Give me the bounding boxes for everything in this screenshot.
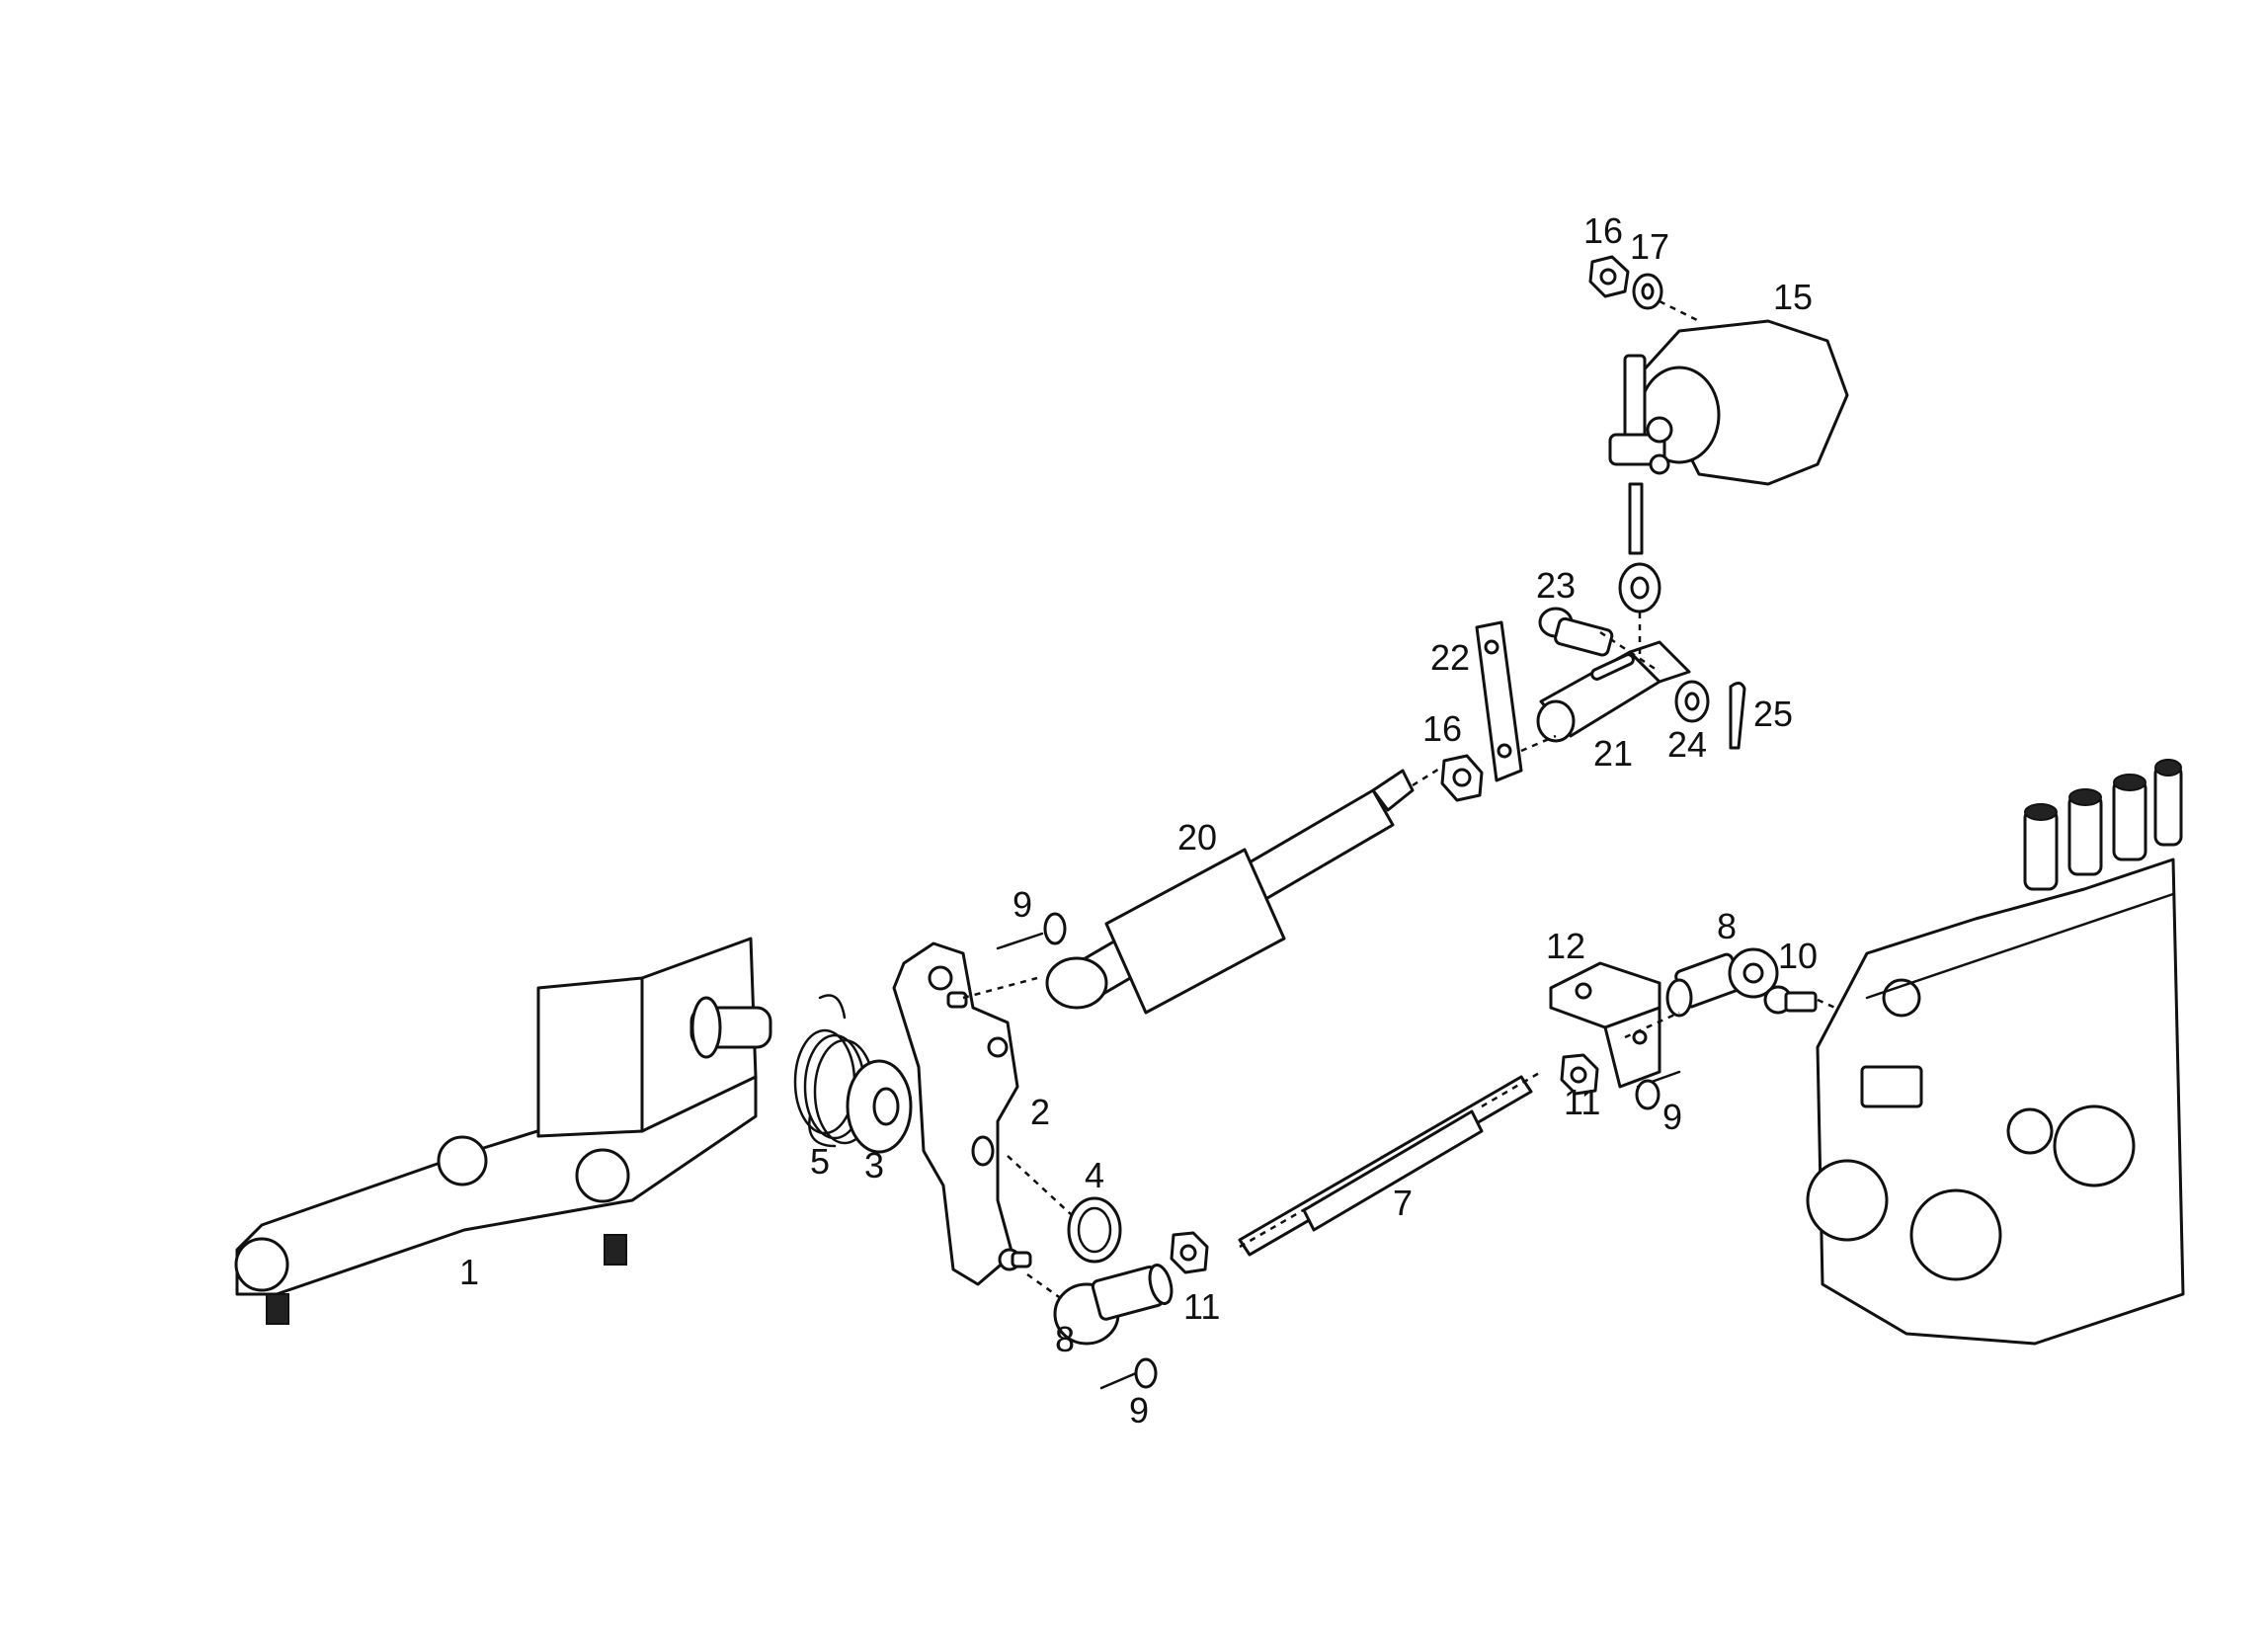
- callout-9-lower: 9: [1129, 1390, 1149, 1431]
- part-25-split-pin: [1729, 682, 1746, 750]
- part-1-base-bracket: [234, 937, 772, 1325]
- callout-8-lower: 8: [1055, 1319, 1075, 1359]
- part-16-nut-lower: [1440, 754, 1484, 802]
- part-21-clevis: [1536, 640, 1691, 743]
- callout-25: 25: [1753, 694, 1793, 734]
- assembly-line-lever-socket: [1026, 1272, 1063, 1301]
- part-24-washer: [1674, 680, 1710, 723]
- part-23-pin: [1538, 607, 1614, 657]
- callout-9-right: 9: [1662, 1097, 1682, 1137]
- callout-9-upper: 9: [1012, 884, 1032, 925]
- callout-12: 12: [1546, 926, 1585, 966]
- part-12-bracket: [1549, 961, 1661, 1089]
- part-20-rod-assembly: [1045, 759, 1453, 1015]
- callout-23: 23: [1536, 565, 1576, 606]
- callout-20: 20: [1177, 817, 1217, 858]
- callout-3: 3: [864, 1145, 884, 1186]
- part-4-circlip: [1067, 1196, 1122, 1264]
- assembly-line-pin: [1599, 630, 1660, 674]
- assembly-line-lever-clip: [1007, 1155, 1073, 1216]
- part-16-nut-upper: [1588, 255, 1630, 298]
- callout-11-lower: 11: [1183, 1286, 1220, 1327]
- part-7-threaded-rod: [1238, 1070, 1542, 1257]
- part-3-washer: [846, 1059, 913, 1154]
- callout-labels: 1 2 3 4 5 7 8 8 9 9 9 10 11 11 12 15 16 …: [459, 210, 1818, 1431]
- callout-16-lower: 16: [1422, 708, 1462, 749]
- assembly-line-lever-rod: [962, 976, 1038, 1000]
- part-11-nut-upper: [1560, 1053, 1599, 1096]
- part-9-clip-upper: [996, 912, 1067, 950]
- callout-5: 5: [810, 1141, 830, 1182]
- part-9-clip-lower: [1099, 1357, 1158, 1390]
- callout-4: 4: [1085, 1155, 1104, 1195]
- part-8-ball-socket-lower: [1053, 1264, 1174, 1346]
- assembly-line-bracket-socket: [1624, 1011, 1680, 1039]
- callout-11-upper: 11: [1564, 1082, 1600, 1122]
- callout-15: 15: [1773, 277, 1813, 317]
- callout-10: 10: [1778, 936, 1818, 976]
- callout-2: 2: [1030, 1092, 1050, 1132]
- part-5-spring: [793, 994, 876, 1148]
- callout-17: 17: [1630, 226, 1669, 267]
- callout-1: 1: [459, 1252, 479, 1292]
- part-9-clip-right: [1635, 1070, 1681, 1110]
- callout-22: 22: [1430, 637, 1470, 678]
- callout-7: 7: [1393, 1183, 1413, 1223]
- part-2-lever: [892, 941, 1032, 1286]
- callout-21: 21: [1593, 733, 1633, 774]
- part-11-nut-lower: [1170, 1231, 1209, 1274]
- part-8-ball-socket-upper: [1665, 947, 1779, 1018]
- part-22-plate: [1475, 620, 1523, 782]
- injection-pump: [1806, 759, 2185, 1346]
- callout-16-upper: 16: [1583, 210, 1623, 251]
- callout-8-upper: 8: [1717, 906, 1737, 946]
- part-17-washer: [1632, 273, 1663, 310]
- callout-24: 24: [1667, 724, 1707, 765]
- part-15-actuator: [1608, 299, 1849, 657]
